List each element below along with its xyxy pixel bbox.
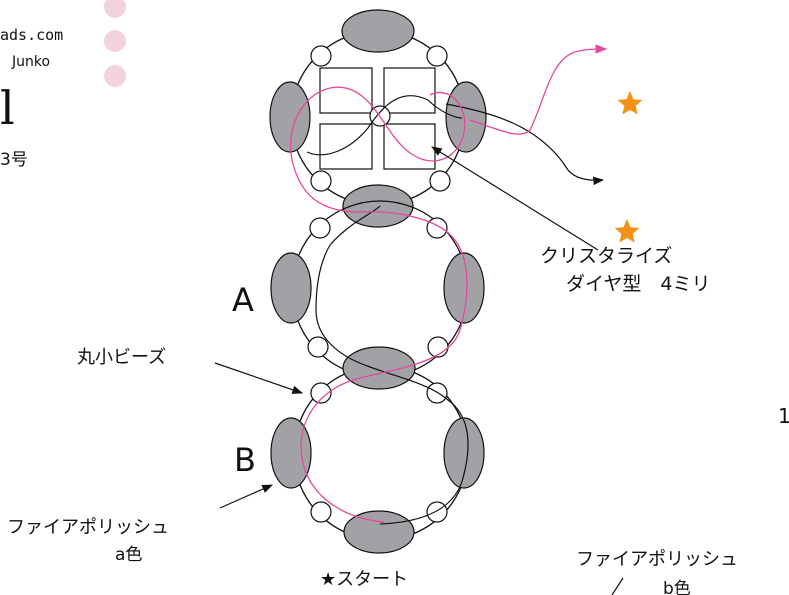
fire-polish-bead: [269, 81, 311, 153]
small-round-bead: [426, 217, 448, 239]
fire-polish-bead: [443, 417, 485, 489]
site-url-fragment: ads.com: [0, 26, 63, 44]
callouts: [214, 146, 624, 595]
size-fragment: 3号: [0, 150, 28, 170]
pink-thread: [290, 44, 608, 523]
step-number-fragment: 1: [778, 404, 789, 428]
small-round-bead: [310, 170, 332, 192]
black-thread-lower: [315, 205, 469, 525]
title-fragment: l: [0, 81, 15, 135]
dot-icon: [104, 30, 126, 52]
crystal-bead: [383, 67, 436, 114]
small-round-bead: [310, 501, 332, 523]
start-label: ★スタート: [320, 569, 408, 590]
stars: [614, 91, 643, 243]
header: ads.com Junko l 3号: [0, 26, 63, 170]
fire-polish-bead: [445, 81, 487, 153]
crystal-bead: [319, 67, 373, 114]
fire-polish-b-label-line2: b色: [663, 579, 691, 595]
ring-b-label: B: [234, 441, 256, 479]
ring-b: [270, 365, 485, 554]
fire-polish-b-label-line1: ファイアポリッシュ: [576, 549, 738, 570]
callout-fire-polish-b-line: [611, 577, 624, 595]
ring-a-label: A: [232, 281, 254, 319]
small-bead-label: 丸小ビーズ: [77, 347, 166, 368]
small-round-bead: [309, 217, 331, 239]
fire-polish-bead: [270, 417, 312, 489]
pink-exit-arrow: [469, 44, 608, 135]
black-thread: [306, 95, 605, 525]
pink-thread-main: [290, 86, 468, 523]
fire-polish-bead: [342, 346, 416, 390]
fire-polish-bead: [443, 252, 485, 324]
crystal-label-line1: クリスタライズ: [540, 245, 672, 267]
callout-crystal-arrow: [431, 146, 599, 251]
fire-polish-bead: [270, 252, 312, 324]
star-icon: [614, 219, 640, 243]
ring-a: [270, 200, 485, 378]
small-round-bead: [310, 45, 332, 67]
dot-icon: [104, 65, 126, 87]
labels: クリスタライズ ダイヤ型 4ミリ A B 丸小ビーズ ファイアポリッシュ a色 …: [7, 245, 789, 595]
callout-fire-polish-a-arrow: [219, 484, 273, 509]
crystal-bead: [383, 123, 436, 170]
top-ring: [269, 9, 487, 228]
author-fragment: Junko: [11, 54, 50, 70]
fire-polish-a-label-line2: a色: [115, 545, 142, 565]
small-round-bead: [307, 336, 329, 358]
small-round-bead: [426, 45, 448, 67]
decorative-dots: [104, 0, 126, 87]
star-icon: [617, 91, 643, 115]
fire-polish-bead: [342, 184, 414, 228]
black-exit-arrow: [445, 103, 605, 186]
small-round-bead: [429, 170, 451, 192]
crystal-label-line2: ダイヤ型 4ミリ: [566, 273, 711, 295]
fire-polish-bead: [343, 510, 415, 554]
fire-polish-a-label-line1: ファイアポリッシュ: [7, 517, 169, 538]
fire-polish-bead: [341, 9, 415, 53]
black-thread-figure8: [306, 95, 463, 156]
small-round-bead: [426, 501, 448, 523]
callout-small-bead-arrow: [214, 362, 304, 394]
small-round-bead: [426, 382, 448, 404]
small-round-bead: [310, 382, 332, 404]
dot-icon: [104, 0, 126, 18]
